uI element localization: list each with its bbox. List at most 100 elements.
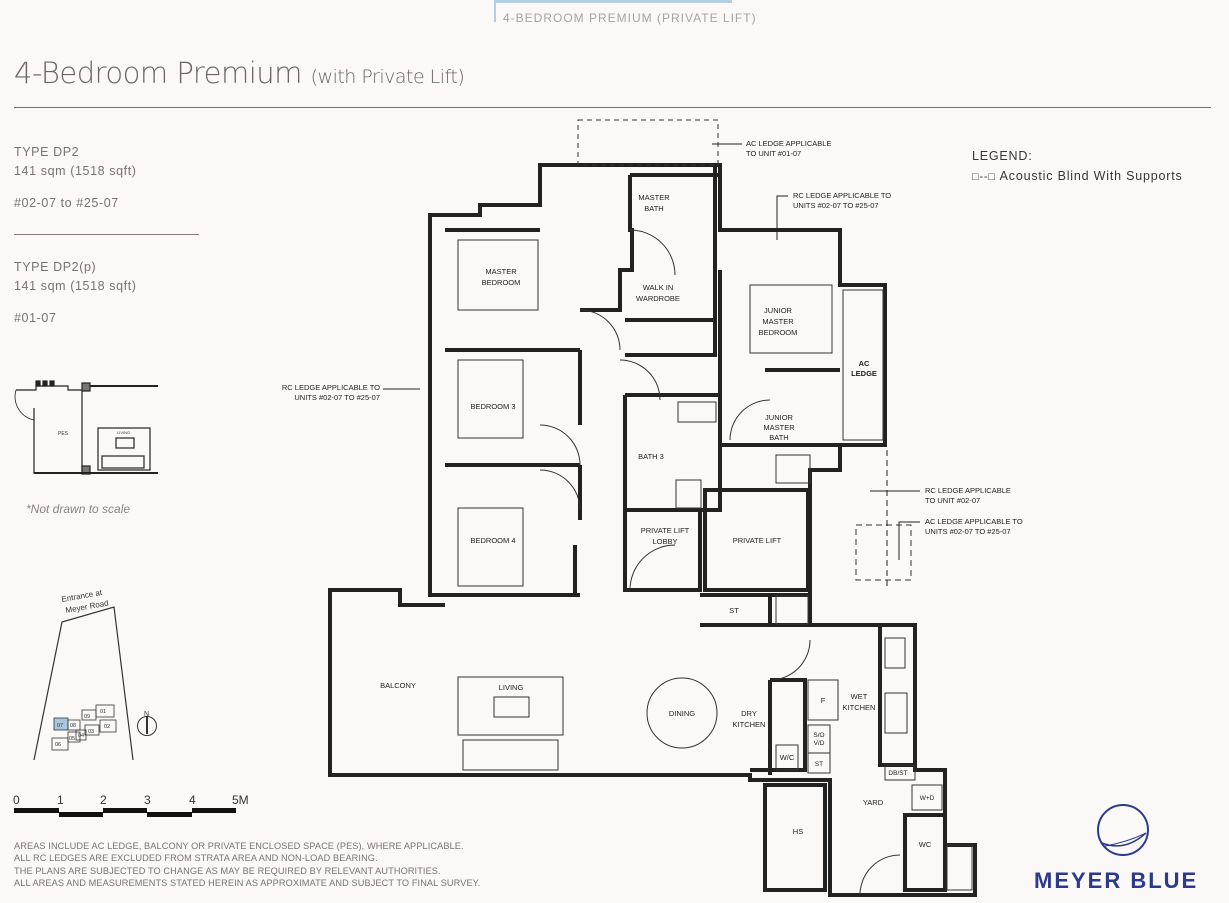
- scale-bar: [14, 808, 236, 817]
- room-label-dry-kitchen: KITCHEN: [733, 720, 766, 729]
- type-separator: [14, 234, 199, 235]
- fixtures: [457, 119, 973, 896]
- page-title: 4-Bedroom Premium (with Private Lift): [14, 56, 465, 90]
- room-label-dining: DINING: [669, 709, 695, 718]
- annotation-rc-ledge-top: RC LEDGE APPLICABLE TO: [793, 191, 891, 200]
- room-label-wet-kitchen: KITCHEN: [843, 703, 876, 712]
- room-label-junior-master-bath: JUNIOR: [765, 413, 794, 422]
- block-label: 07: [57, 723, 63, 729]
- scale-label: 5M: [232, 793, 249, 807]
- room-label-dry-kitchen: DRY: [741, 709, 757, 718]
- annotation-ac-ledge-right: UNITS #02-07 TO #25-07: [925, 527, 1011, 536]
- not-to-scale-note: *Not drawn to scale: [26, 502, 131, 516]
- note-line: THE PLANS ARE SUBJECTED TO CHANGE AS MAY…: [14, 865, 441, 876]
- annotation-ac-ledge-0107: AC LEDGE APPLICABLE: [746, 139, 831, 148]
- note-line: ALL AREAS AND MEASUREMENTS STATED HEREIN…: [14, 877, 481, 888]
- room-label-balcony: BALCONY: [380, 681, 416, 690]
- title-main: 4-Bedroom Premium: [14, 56, 302, 90]
- room-label-walk-in-wardrobe: WALK IN: [643, 283, 674, 292]
- room-label-junior-master-bath: MASTER: [763, 423, 795, 432]
- room-label-junior-master-bath: BATH: [769, 433, 788, 442]
- inset-pes-label: PES: [58, 431, 69, 437]
- room-label-bath-3: BATH 3: [638, 452, 664, 461]
- scale-label: 2: [100, 793, 107, 807]
- north-label: N: [144, 711, 149, 718]
- annotation-rc-ledge-left: UNITS #02-07 TO #25-07: [294, 393, 380, 402]
- header-tab-divider: [494, 0, 496, 22]
- block-label: 02: [104, 724, 110, 730]
- title-rule: [14, 107, 1211, 108]
- type-name: TYPE DP2: [14, 145, 80, 159]
- room-label-so-vd: S/O: [813, 732, 824, 739]
- room-label-so-vd: V/D: [814, 740, 825, 747]
- legend-item: □--□ Acoustic Blind With Supports: [972, 166, 1183, 187]
- pes-inset-plan: PES LIVING: [14, 380, 158, 475]
- block-label: 03: [88, 729, 94, 735]
- unit-type-dp2p: TYPE DP2(p) 141 sqm (1518 sqft) #01-07: [14, 258, 137, 328]
- note-line: ALL RC LEDGES ARE EXCLUDED FROM STRATA A…: [14, 853, 378, 864]
- room-label-bedroom-3: BEDROOM 3: [470, 402, 515, 411]
- room-label-wet-kitchen: WET: [851, 692, 868, 701]
- type-area: 141 sqm (1518 sqft): [14, 164, 137, 178]
- room-label-fridge: F: [821, 696, 826, 705]
- scale-label: 4: [189, 793, 196, 807]
- block-label: 06: [55, 742, 61, 748]
- annotation-rc-ledge-left: RC LEDGE APPLICABLE TO: [282, 383, 380, 392]
- room-label-master-bedroom: MASTER: [485, 267, 517, 276]
- legend-item-label: Acoustic Blind With Supports: [999, 169, 1183, 183]
- room-label-yard: YARD: [863, 798, 884, 807]
- room-label-ac-ledge: AC: [859, 359, 870, 368]
- unit-type-dp2: TYPE DP2 141 sqm (1518 sqft) #02-07 to #…: [14, 143, 137, 213]
- room-label-st: ST: [729, 606, 739, 615]
- block-label: 05: [69, 736, 75, 742]
- room-label-walk-in-wardrobe: WARDROBE: [636, 294, 680, 303]
- block-label: 09: [84, 714, 90, 720]
- room-label-living: LIVING: [499, 683, 524, 692]
- room-label-private-lift-lobby: PRIVATE LIFT: [641, 526, 690, 535]
- type-units: #01-07: [14, 311, 57, 325]
- type-units: #02-07 to #25-07: [14, 196, 119, 210]
- room-label-db-st: DB/ST: [888, 770, 907, 777]
- room-label-private-lift-lobby: LOBBY: [652, 537, 677, 546]
- scale-label: 3: [144, 793, 151, 807]
- room-label-private-lift: PRIVATE LIFT: [733, 536, 782, 545]
- room-label-junior-master-bedroom: BEDROOM: [759, 328, 798, 337]
- annotation-ac-ledge-right: AC LEDGE APPLICABLE TO: [925, 517, 1023, 526]
- type-area: 141 sqm (1518 sqft): [14, 279, 137, 293]
- room-label-master-bedroom: BEDROOM: [482, 278, 521, 287]
- inset-living-label: LIVING: [117, 430, 130, 435]
- scale-label: 1: [57, 793, 64, 807]
- disclaimer-notes: AREAS INCLUDE AC LEDGE, BALCONY OR PRIVA…: [14, 840, 480, 889]
- ledge-annotations: AC LEDGE APPLICABLE TO UNIT #01-07 RC LE…: [282, 139, 1023, 590]
- annotation-rc-ledge-top: UNITS #02-07 TO #25-07: [793, 201, 879, 210]
- type-name: TYPE DP2(p): [14, 260, 97, 274]
- room-label-master-bath: MASTER: [638, 193, 670, 202]
- room-label-junior-master-bedroom: JUNIOR: [764, 306, 793, 315]
- room-label-wc-cabinet: W/C: [780, 753, 795, 762]
- block-label: 01: [100, 709, 106, 715]
- meyer-blue-logo-icon: [1097, 804, 1149, 856]
- title-sub: (with Private Lift): [310, 66, 465, 88]
- note-line: AREAS INCLUDE AC LEDGE, BALCONY OR PRIVA…: [14, 841, 464, 851]
- legend-title: LEGEND:: [972, 149, 1033, 163]
- room-label-household-shelter: HS: [793, 827, 803, 836]
- annotation-rc-ledge-0207: RC LEDGE APPLICABLE: [925, 486, 1011, 495]
- room-label-bedroom-4: BEDROOM 4: [470, 536, 515, 545]
- site-boundary: [33, 606, 134, 760]
- site-plan: Entrance at Meyer Road 01 02 03 04 05 06…: [33, 588, 157, 760]
- scale-label: 0: [13, 793, 20, 807]
- room-label-st: ST: [815, 761, 823, 768]
- room-label-master-bath: BATH: [644, 204, 663, 213]
- room-label-wc: WC: [919, 840, 932, 849]
- annotation-ac-ledge-0107: TO UNIT #01-07: [746, 149, 801, 158]
- room-label-washer-dryer: W+D: [920, 795, 935, 802]
- header-tab[interactable]: 4-BEDROOM PREMIUM (PRIVATE LIFT): [503, 11, 757, 25]
- brand-name: MEYER BLUE: [1034, 868, 1199, 893]
- annotation-rc-ledge-0207: TO UNIT #02-07: [925, 496, 980, 505]
- header-tab-accent: [494, 0, 732, 3]
- room-label-ac-ledge: LEDGE: [851, 369, 877, 378]
- acoustic-blind-icon: □--□: [972, 171, 1000, 183]
- block-label: 04: [78, 733, 84, 739]
- legend: LEGEND: □--□ Acoustic Blind With Support…: [972, 146, 1183, 187]
